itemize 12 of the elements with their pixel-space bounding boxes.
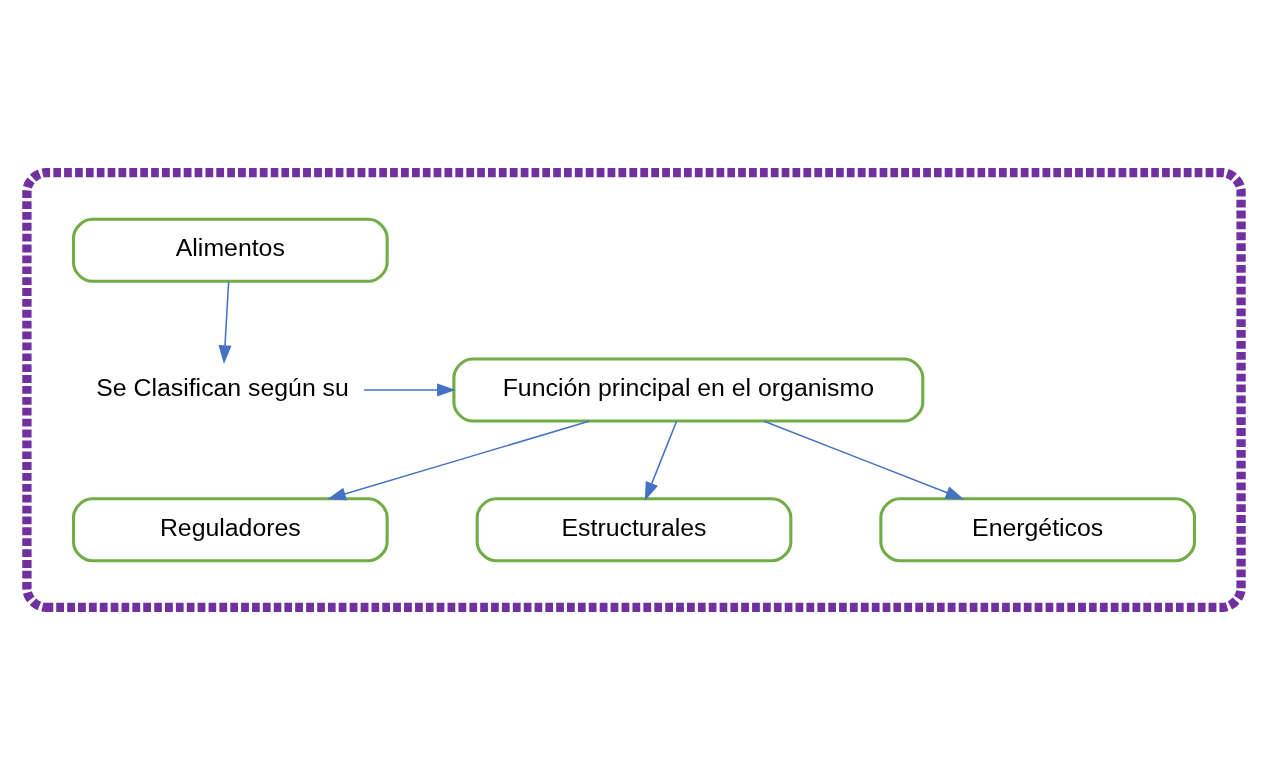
cluster — [22, 167, 1246, 612]
arrow — [644, 419, 678, 501]
node-box: Alimentos — [71, 217, 389, 283]
arrow — [218, 280, 232, 364]
node-box: Estructurales — [475, 496, 793, 562]
arrow — [763, 419, 965, 499]
node-box: Reguladores — [71, 496, 389, 562]
node-box: Energéticos — [879, 496, 1197, 562]
node-text: Se Clasifican según su — [96, 373, 349, 401]
node-box: Función principal en el organismo — [452, 356, 925, 423]
arrow — [327, 419, 590, 500]
arrow — [363, 382, 456, 397]
